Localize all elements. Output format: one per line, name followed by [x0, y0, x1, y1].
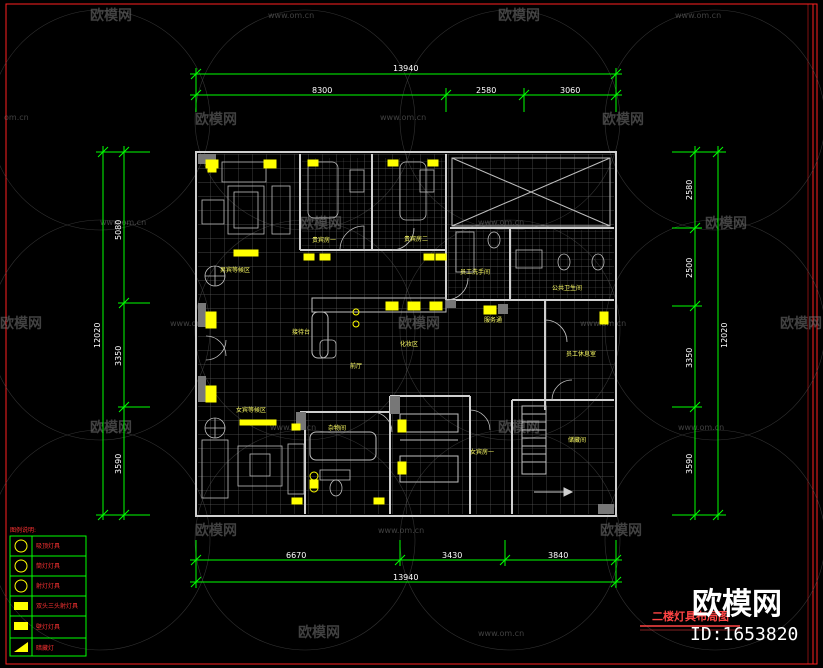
dimension-labels: 13940 8300 2580 3060 6670 3430 3840 1394…: [93, 64, 729, 582]
walls: [195, 151, 617, 517]
watermark-url: www.om.cn: [380, 113, 426, 122]
room-laundry: 储藏间: [568, 436, 586, 444]
watermark-brand: 欧模网: [195, 111, 237, 128]
light-fixtures: [205, 159, 609, 505]
legend-title: 图例说明:: [10, 526, 36, 534]
room-staff-wc: 员工洗手间: [460, 268, 490, 276]
room-male-waiting: 男宾等候区: [220, 266, 250, 274]
arrows: [534, 487, 574, 497]
watermark-brand: 欧模网: [90, 419, 132, 436]
legend-item-4: 双头三头射灯具: [36, 602, 78, 610]
dim-right-seg-2: 2500: [685, 258, 694, 278]
drawing-frame: [5, 3, 818, 665]
furniture: [201, 161, 605, 499]
dim-bottom-seg-1: 6670: [286, 551, 306, 560]
room-hall: 服务通: [484, 316, 502, 324]
dim-left-total: 12020: [93, 323, 102, 348]
watermark-url: www.om.cn: [378, 526, 424, 535]
columns: [198, 154, 614, 514]
room-lobby: 前厅: [350, 362, 362, 370]
wc-tiles-lower: [448, 230, 612, 298]
dim-top-seg-1: 8300: [312, 86, 332, 95]
dim-right-seg-3: 3350: [685, 348, 694, 368]
ceiling-lamp-icon: [14, 539, 28, 553]
dim-right-seg-4: 3590: [685, 454, 694, 474]
dim-bottom-total: 13940: [393, 573, 418, 582]
watermark-url: www.om.cn: [478, 629, 524, 638]
dim-top-total: 13940: [393, 64, 418, 73]
dim-right-seg-1: 2580: [685, 180, 694, 200]
legend-item-5: 壁灯灯具: [36, 623, 60, 631]
legend: 图例说明: 吸顶灯具 筒灯灯具 射灯灯具 双头三头射灯具 壁灯灯具 暗藏灯: [9, 526, 87, 657]
legend-item-1: 吸顶灯具: [36, 542, 60, 550]
dim-left-seg-2: 3350: [114, 346, 123, 366]
room-public-wc: 公共卫生间: [552, 284, 582, 292]
room-female-waiting: 女宾等候区: [236, 406, 266, 414]
watermark-url: www.om.cn: [268, 11, 314, 20]
watermark-url: www.om.cn: [100, 218, 146, 227]
watermark-brand: 欧模网: [498, 7, 540, 24]
dim-top-seg-3: 3060: [560, 86, 580, 95]
dim-right-total: 12020: [720, 323, 729, 348]
legend-item-3: 射灯灯具: [36, 582, 60, 590]
room-makeup: 化妆区: [400, 340, 418, 348]
watermark-brand: 欧模网: [705, 215, 747, 232]
downlight-icon: [14, 559, 28, 573]
door-swings: [205, 225, 573, 433]
hidden-light-icon: [14, 642, 28, 652]
drawing-title: 二楼灯具布局图: [652, 609, 729, 623]
dim-bottom-seg-2: 3430: [442, 551, 462, 560]
wc-tiles: [302, 158, 446, 248]
spotlight-icon: [14, 579, 28, 593]
floor-plan: [195, 151, 617, 517]
watermark-brand: 欧模网: [195, 522, 237, 539]
wall-lamp-icon: [14, 622, 28, 630]
watermark-url: www.om.cn: [170, 319, 216, 328]
watermark-url: om.cn: [4, 113, 29, 122]
watermark-brand: 欧模网: [90, 7, 132, 24]
dim-left-seg-3: 3590: [114, 454, 123, 474]
watermark-brand: 欧模网: [600, 522, 642, 539]
watermark-brand: 欧模网: [0, 315, 42, 332]
room-female-room: 女宾房一: [470, 448, 494, 456]
double-spotlight-icon: [14, 602, 28, 610]
room-storage: 杂物间: [328, 424, 346, 432]
brand-logo: 欧模网: [692, 587, 782, 622]
room-guestroom-2: 贵宾房二: [404, 235, 428, 243]
dimension-lines: [96, 68, 726, 588]
watermark-brand: 欧模网: [298, 624, 340, 641]
room-labels: 贵宾房一 贵宾房二 男宾等候区 接待台 化妆区 前厅 服务通 员工洗手间 公共卫…: [220, 235, 596, 456]
dim-top-seg-2: 2580: [476, 86, 496, 95]
watermark-brand: 欧模网: [780, 315, 822, 332]
room-guestroom-1: 贵宾房一: [312, 236, 336, 244]
watermark-brand: 欧模网: [602, 111, 644, 128]
brand-id: ID:1653820: [690, 624, 798, 645]
room-staff-lounge: 员工休息室: [566, 350, 596, 358]
dim-bottom-seg-3: 3840: [548, 551, 568, 560]
watermark-url: www.om.cn: [675, 11, 721, 20]
legend-item-6: 暗藏灯: [36, 644, 54, 652]
watermark-url: www.om.cn: [678, 423, 724, 432]
legend-item-2: 筒灯灯具: [36, 562, 60, 570]
dim-left-seg-1: 5080: [114, 220, 123, 240]
room-reception: 接待台: [292, 328, 310, 336]
